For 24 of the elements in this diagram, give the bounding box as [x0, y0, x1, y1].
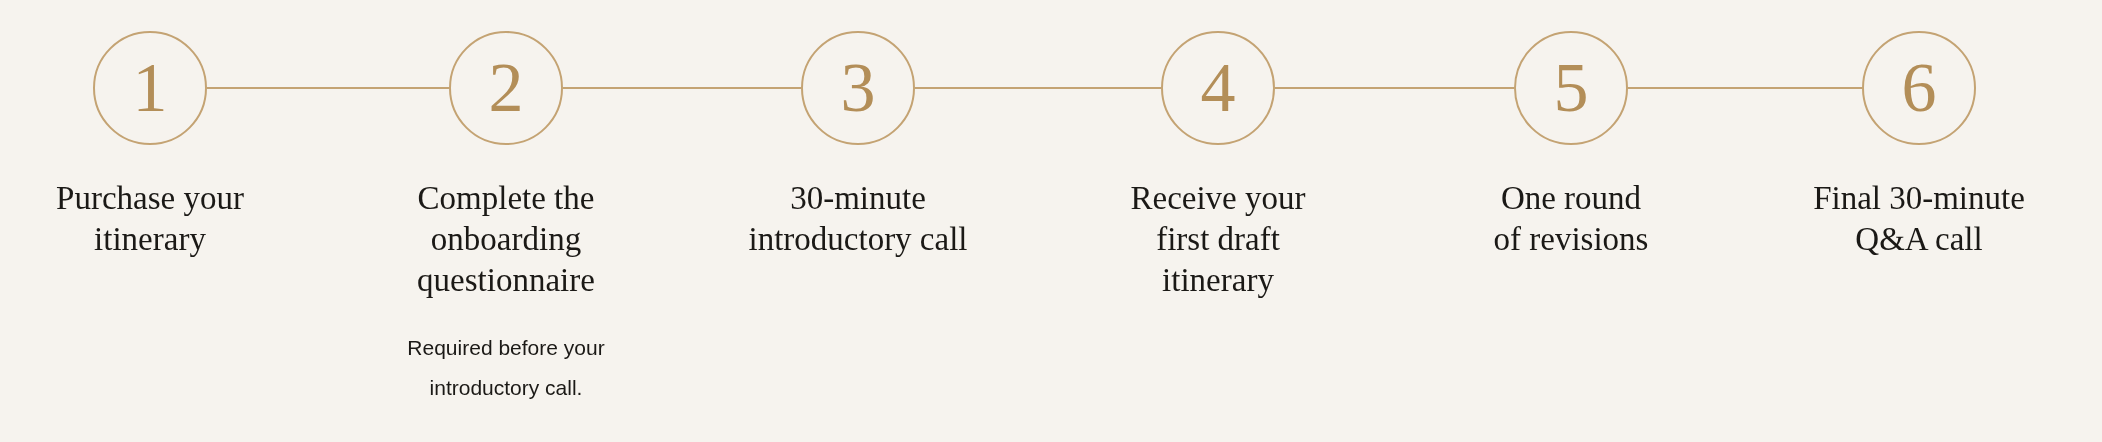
connector-line [206, 87, 450, 89]
step-number: 6 [1901, 53, 1937, 123]
connector-line [562, 87, 802, 89]
connector-line [1627, 87, 1863, 89]
step-label: Receive your first draft itinerary [1129, 179, 1307, 300]
step-label: One round of revisions [1492, 179, 1650, 259]
step-label: Final 30-minute Q&A call [1812, 179, 2026, 259]
step-circle [1514, 31, 1628, 145]
step-circle [1161, 31, 1275, 145]
step-label: Complete the onboarding questionnaire [416, 179, 596, 300]
step-note: Required before your introductory call. [406, 335, 606, 401]
step-number: 3 [840, 53, 876, 123]
step-circle [1862, 31, 1976, 145]
step-number: 1 [132, 53, 168, 123]
step-label: 30-minute introductory call [747, 179, 969, 259]
step-number: 5 [1553, 53, 1589, 123]
step-circle [93, 31, 207, 145]
step-number: 4 [1200, 53, 1236, 123]
step-label: Purchase your itinerary [55, 179, 245, 259]
connector-line [1274, 87, 1515, 89]
connector-line [914, 87, 1162, 89]
step-circle [801, 31, 915, 145]
step-number: 2 [488, 53, 524, 123]
step-circle [449, 31, 563, 145]
